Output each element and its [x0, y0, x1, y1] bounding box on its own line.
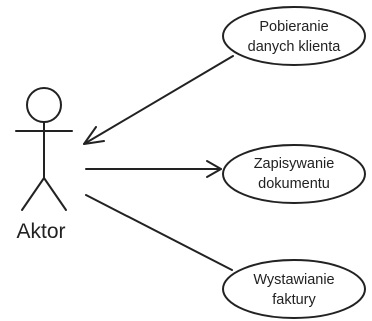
association-zapisywanie [85, 160, 222, 178]
association-pobieranie [83, 55, 234, 145]
actor-label: Aktor [16, 220, 65, 243]
use-case-pobieranie-danych-klienta: Pobieranie danych klienta [222, 6, 366, 66]
use-case-wystawianie-faktury: Wystawianie faktury [222, 259, 366, 319]
use-case-ellipse [222, 144, 366, 204]
arrowhead-to-actor [83, 126, 105, 145]
use-case-label-line1: Zapisywanie [254, 156, 335, 172]
actor-head [26, 87, 62, 123]
use-case-label-line1: Pobieranie [259, 19, 328, 35]
use-case-label-line2: faktury [272, 292, 316, 308]
use-case-label-line2: danych klienta [248, 39, 342, 55]
use-case-label-line1: Wystawianie [253, 272, 334, 288]
association-wystawianie [85, 194, 233, 271]
actor-left-leg [21, 177, 45, 211]
use-case-zapisywanie-dokumentu: Zapisywanie dokumentu [222, 144, 366, 204]
actor-figure [15, 87, 73, 211]
use-case-ellipse [222, 6, 366, 66]
use-case-ellipse [222, 259, 366, 319]
actor-right-leg [43, 177, 67, 211]
arrowhead-to-use-case [206, 160, 222, 178]
use-case-label-line2: dokumentu [258, 176, 330, 192]
